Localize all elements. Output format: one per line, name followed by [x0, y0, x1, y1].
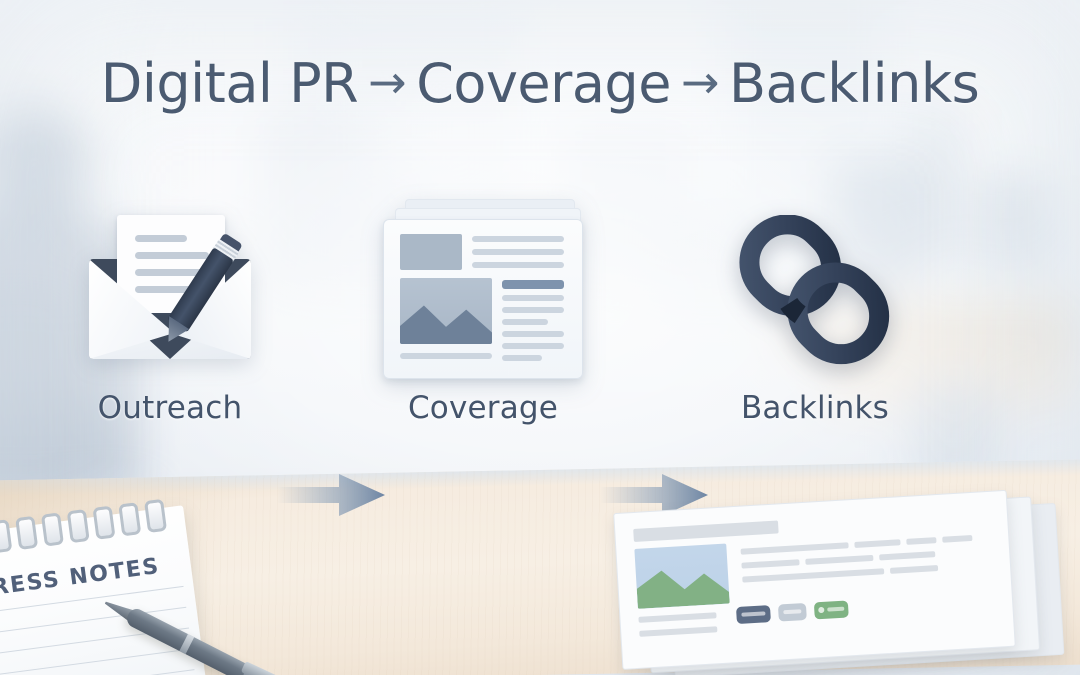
newspaper-article-icon [379, 199, 587, 381]
article-text-line [502, 307, 564, 313]
title-arrow-icon-2: → [680, 55, 720, 109]
article-text-line [502, 355, 542, 361]
flow-step-backlinks: Backlinks [700, 190, 930, 426]
badge-primary-glyph [741, 611, 766, 617]
article-text-line [400, 353, 492, 359]
spiral-ring [144, 498, 168, 534]
notepad-rule-line [0, 648, 192, 675]
envelope-with-pencil-icon [85, 215, 255, 365]
spiral-ring [0, 519, 13, 554]
card-text-line [879, 551, 936, 561]
letter-text-line [135, 235, 187, 242]
chain-link-lower [787, 262, 890, 365]
chain-link-icon [736, 214, 894, 365]
card-text-line [805, 554, 874, 565]
card-text-line [906, 537, 937, 545]
title-stage-3: Backlinks [728, 52, 980, 115]
flow-step-label-outreach: Outreach [97, 390, 243, 426]
badge-primary[interactable] [735, 605, 771, 625]
flow-step-label-coverage: Coverage [407, 390, 559, 426]
spiral-ring [118, 502, 142, 537]
mountain-graphic [400, 305, 492, 344]
backlinks-icon-wrap [700, 190, 930, 390]
card-text-line [638, 612, 717, 623]
letter-text-line [135, 252, 209, 259]
card-thumbnail [634, 543, 730, 609]
badge-success[interactable] [813, 600, 849, 620]
article-text-line [472, 249, 564, 255]
article-text-line [472, 262, 564, 268]
spiral-ring [40, 512, 64, 547]
right-arrow-icon [277, 474, 385, 516]
article-text-line [502, 331, 564, 337]
badge-success-glyph [827, 606, 845, 612]
article-text-line [472, 236, 564, 242]
card-text-line [740, 542, 849, 555]
title-arrow-icon-1: → [368, 55, 407, 109]
flow-step-label-backlinks: Backlinks [740, 390, 890, 426]
badge-neutral-glyph [783, 609, 802, 615]
spiral-ring [92, 505, 116, 540]
badge-success-dot [818, 606, 825, 614]
coverage-icon-wrap [368, 190, 598, 390]
chain-link-upper [739, 214, 842, 317]
article-text-line [502, 319, 548, 325]
card-text-line [639, 626, 718, 637]
article-headline-bar [502, 280, 564, 289]
card-text-line [889, 565, 939, 574]
spiral-ring [66, 508, 90, 544]
article-card-front [613, 489, 1016, 670]
article-card-stack [613, 487, 1065, 675]
page-title: Digital PR→Coverage→Backlinks [0, 52, 1080, 115]
spiral-ring [15, 515, 39, 550]
article-text-line [502, 343, 564, 349]
letter-text-line [135, 286, 195, 293]
card-text-line [742, 568, 885, 583]
card-title-bar [633, 520, 779, 543]
process-flow: Outreach [0, 190, 1080, 516]
arrow-coverage-to-backlinks [600, 472, 708, 518]
mountain-graphic [636, 565, 730, 609]
article-masthead-block [400, 234, 462, 270]
article-photo [400, 278, 492, 344]
card-text-line [854, 539, 901, 548]
title-stage-2: Coverage [416, 52, 671, 115]
card-text-line [942, 534, 973, 543]
notepad-heading: PRESS NOTES [0, 553, 162, 604]
card-text-line [741, 559, 800, 569]
flow-step-coverage: Coverage [368, 190, 598, 426]
article-front-page [383, 219, 583, 379]
article-text-line [502, 295, 564, 301]
letter-text-line [135, 269, 209, 276]
arrow-outreach-to-coverage [277, 472, 385, 518]
right-arrow-icon [600, 474, 708, 516]
flow-step-outreach: Outreach [55, 190, 285, 426]
title-stage-1: Digital PR [100, 52, 359, 115]
badge-neutral[interactable] [777, 602, 807, 622]
outreach-icon-wrap [55, 190, 285, 390]
chain-link-svg [739, 214, 890, 365]
